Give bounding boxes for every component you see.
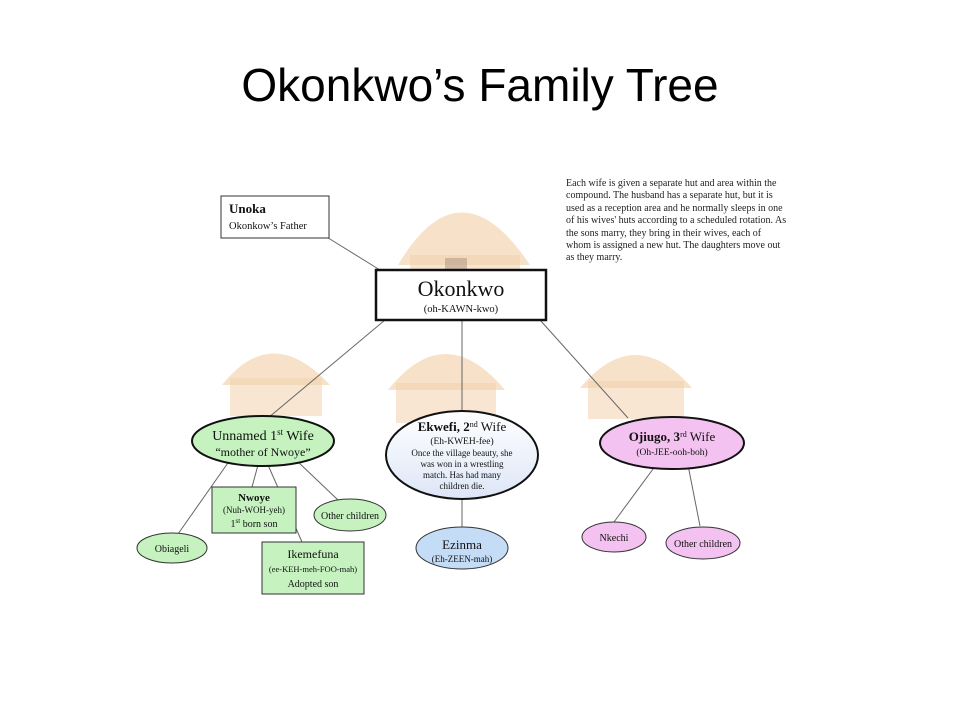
other-children-3-name: Other children [674, 539, 732, 550]
unoka-name: Unoka [229, 201, 266, 216]
nkechi-name: Nkechi [600, 533, 629, 544]
wife2-label: Ekwefi, 2nd Wife [418, 419, 507, 434]
hut-illustration-left [222, 353, 330, 416]
ikemefuna-desc: Adopted son [288, 579, 339, 590]
node-wife-3: Ojiugo, 3rd Wife (Oh-JEE-ooh-boh) [599, 416, 745, 470]
node-obiageli: Obiageli [136, 532, 208, 564]
node-wife-2: Ekwefi, 2nd Wife (Eh-KWEH-fee) Once the … [385, 410, 539, 500]
other-children-1-name: Other children [321, 511, 379, 522]
unoka-desc: Okonkow’s Father [229, 221, 307, 232]
tree-connectors [177, 235, 701, 543]
wife2-desc-line-3: match. Has had many [423, 470, 501, 480]
okonkwo-pron: (oh-KAWN-kwo) [424, 304, 499, 315]
nwoye-pron: (Nuh-WOH-yeh) [223, 505, 285, 515]
wife2-pron: (Eh-KWEH-fee) [430, 436, 493, 447]
node-other-children-wife-3: Other children [665, 526, 741, 560]
ezinma-pron: (Eh-ZEEN-mah) [432, 554, 492, 564]
node-ezinma: Ezinma (Eh-ZEEN-mah) [415, 526, 509, 570]
node-other-children-wife-1: Other children [313, 498, 387, 532]
hut-illustration-right [580, 355, 692, 419]
wife2-desc-line-4: children die. [440, 481, 485, 491]
wife1-label: Unnamed 1st Wife [212, 427, 314, 444]
wife3-pron: (Oh-JEE-ooh-boh) [636, 447, 707, 458]
node-ikemefuna: Ikemefuna (ee-KEH-meh-FOO-mah) Adopted s… [261, 541, 365, 595]
node-nkechi: Nkechi [581, 521, 647, 553]
node-okonkwo: Okonkwo (oh-KAWN-kwo) [374, 268, 548, 322]
node-unoka: Unoka Okonkow’s Father [220, 195, 330, 239]
nwoye-name: Nwoye [238, 492, 270, 504]
wife2-desc-line-2: was won in a wrestling [421, 459, 504, 469]
nwoye-desc: 1st born son [231, 517, 278, 530]
obiageli-name: Obiageli [155, 544, 190, 555]
wife1-desc: “mother of Nwoye” [215, 445, 310, 459]
node-wife-1: Unnamed 1st Wife “mother of Nwoye” [191, 415, 335, 467]
node-nwoye: Nwoye (Nuh-WOH-yeh) 1st born son [211, 486, 297, 534]
ezinma-name: Ezinma [442, 537, 482, 552]
wife3-label: Ojiugo, 3rd Wife [629, 429, 716, 444]
ikemefuna-pron: (ee-KEH-meh-FOO-mah) [269, 564, 357, 574]
okonkwo-name: Okonkwo [418, 276, 505, 301]
compound-note: Each wife is given a separate hut and ar… [566, 178, 787, 264]
slide-title: Okonkwo’s Family Tree [241, 59, 719, 111]
wife2-desc-line-1: Once the village beauty, she [411, 448, 512, 458]
ikemefuna-name: Ikemefuna [287, 547, 339, 561]
